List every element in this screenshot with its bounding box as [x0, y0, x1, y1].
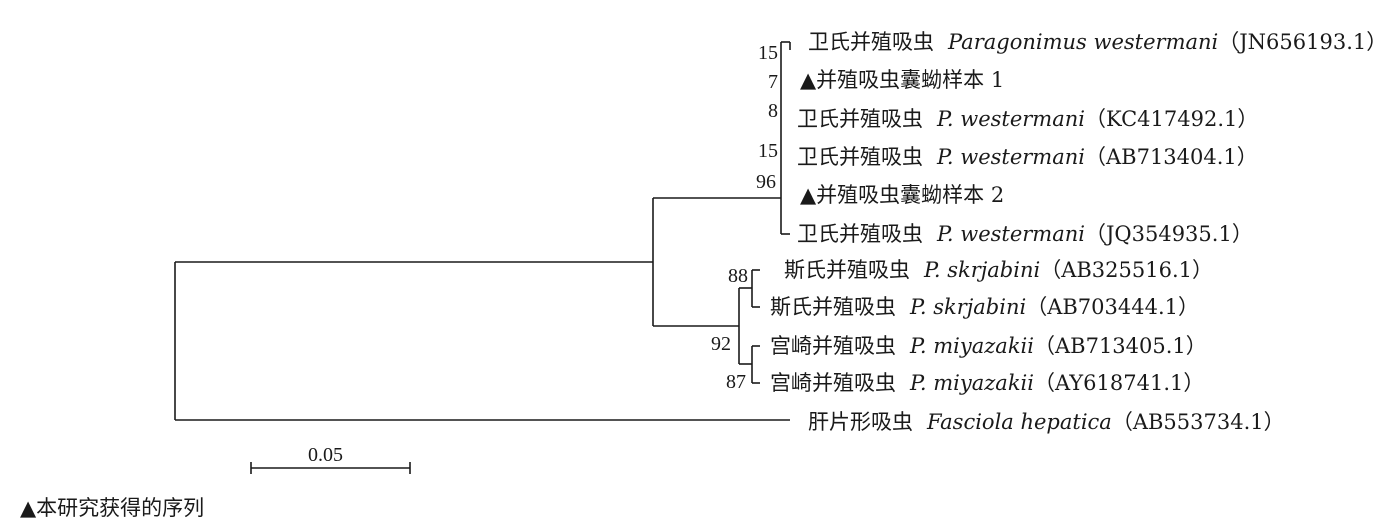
bootstrap-value: 96	[756, 171, 776, 193]
taxon-label: ▲并殖吸虫囊蚴样本 2	[800, 183, 1004, 207]
bootstrap-value: 15	[758, 140, 778, 162]
bootstrap-value: 15	[758, 42, 778, 64]
scale-bar: 0.05	[250, 444, 411, 474]
taxon-label: ▲并殖吸虫囊蚴样本 1	[800, 68, 1004, 92]
bootstrap-value: 87	[726, 371, 746, 393]
footnote: ▲本研究获得的序列	[20, 496, 204, 520]
bootstrap-value: 92	[711, 333, 731, 355]
scale-bar-label: 0.05	[308, 444, 343, 466]
bootstrap-values: 15 7 8 15 96 88 92 87	[711, 42, 778, 393]
bootstrap-value: 7	[768, 71, 778, 93]
tree-branches	[174, 41, 791, 421]
bootstrap-value: 8	[768, 100, 778, 122]
bootstrap-value: 88	[728, 265, 748, 287]
